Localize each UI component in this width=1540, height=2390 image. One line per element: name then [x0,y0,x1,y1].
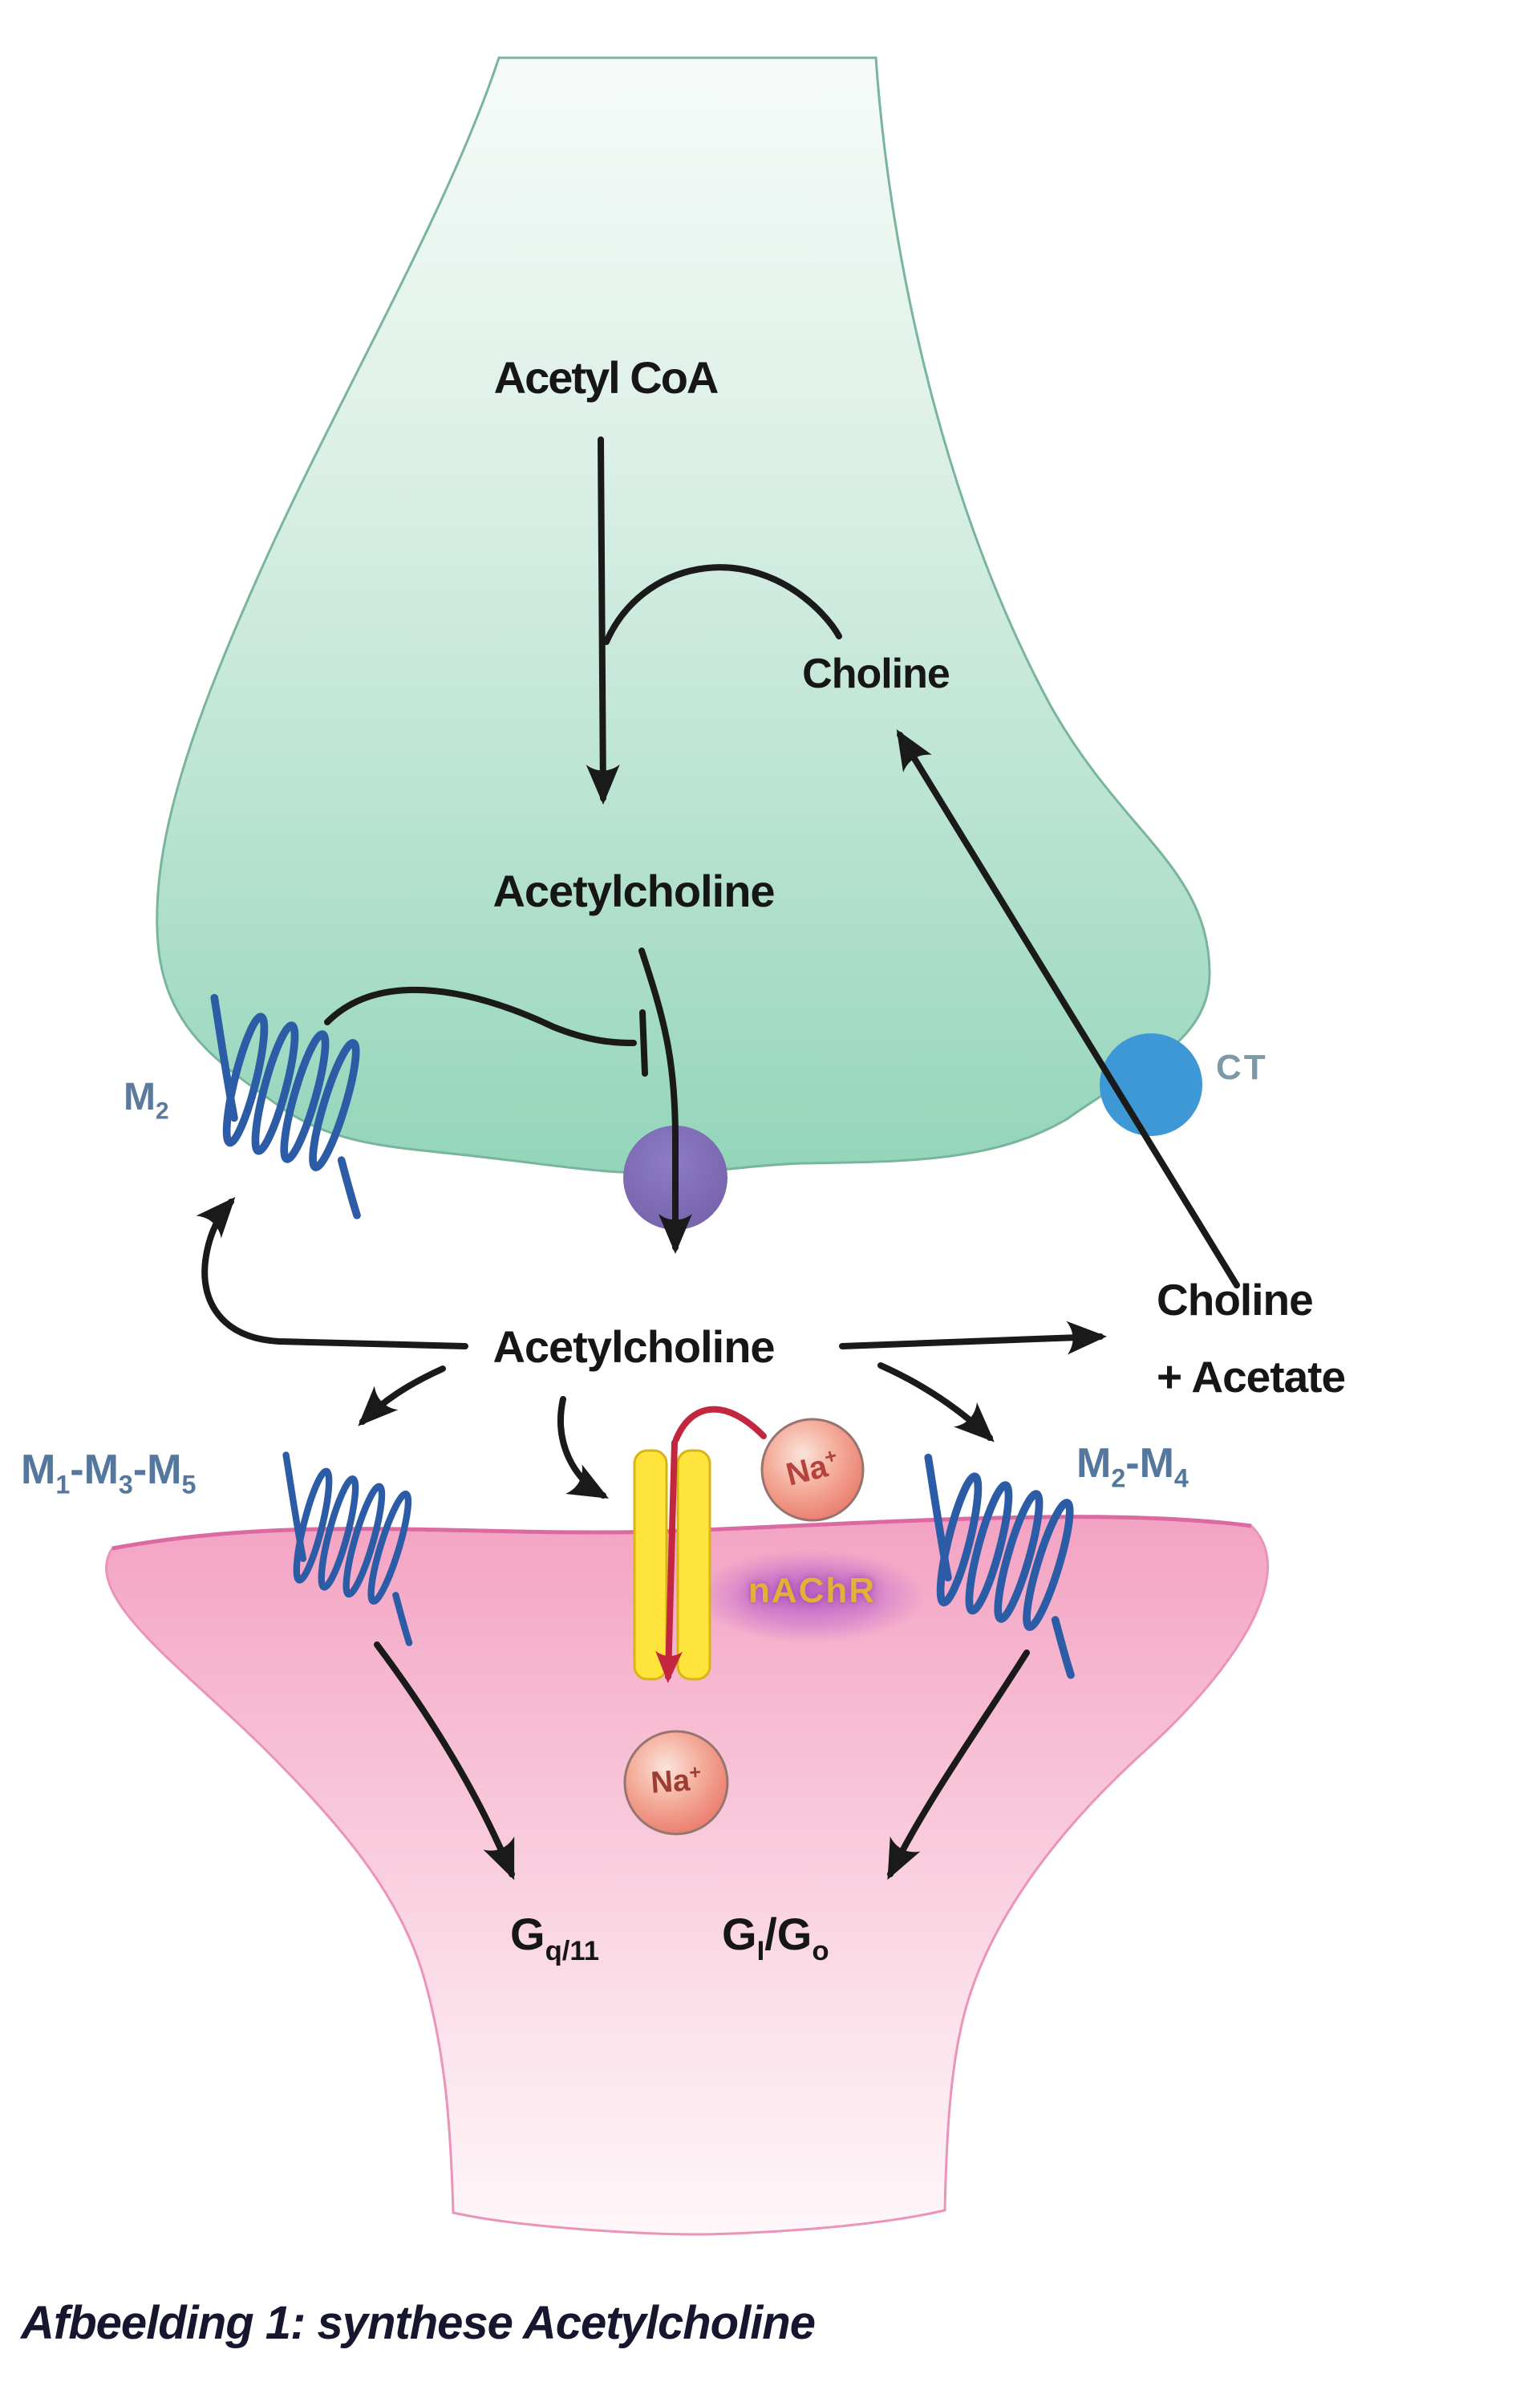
m135-p2: -M [70,1447,119,1493]
m24-p2: -M [1125,1440,1174,1487]
gigo-s1: I [756,1936,765,1967]
nachr-channel-label: nAChR [748,1571,877,1610]
m135-s3: 5 [181,1470,197,1499]
figure-caption: Afbeelding 1: synthese Acetylcholine [21,2297,816,2349]
choline-transporter-label: CT [1216,1048,1268,1087]
red-arrow-sodium-influx [655,1439,683,1683]
nachr-channel-left-bar [633,1449,668,1681]
m2-receptor-label: M2 [124,1075,169,1125]
m24-p1: M [1076,1440,1112,1487]
m135-p1: M [21,1447,56,1493]
m135-s1: 1 [55,1470,71,1499]
nachr-channel-right-bar [676,1449,711,1681]
arrow-ach-to-m24 [877,1362,995,1443]
arrow-ach-to-m2 [196,1197,468,1349]
acetyl-coa-label: Acetyl CoA [493,352,719,403]
g-i-o-protein-label: GI/Go [722,1908,829,1967]
g-q11-protein-label: Gq/11 [510,1908,599,1967]
m135-s2: 3 [118,1470,133,1499]
sodium-ion-lower-circle [623,1730,729,1836]
m135-p3: -M [132,1447,182,1493]
inhibition-t-bar [639,1009,648,1077]
choline-acetate-line2: + Acetate [1157,1352,1346,1402]
curve-choline-condensation [603,564,842,645]
na-lower-base: Na [650,1763,691,1800]
gigo-s2: o [812,1936,829,1967]
arrow-m24-to-gigo [887,1649,1030,1881]
gq11-sub: q/11 [545,1936,600,1967]
arrow-choline-reuptake-ct [896,729,1240,1288]
gigo-p2: /G [764,1909,813,1959]
m24-s2: 4 [1173,1463,1189,1493]
choline-acetate-line1: Choline [1157,1275,1314,1325]
arrow-acetylcoa-to-acetylcholine [586,436,620,805]
acetylcholine-cleft-label: Acetylcholine [492,1321,775,1372]
m1-m3-m5-receptor-label: M1-M3-M5 [21,1446,196,1499]
m24-s1: 2 [1111,1463,1126,1493]
m2-sub: 2 [155,1098,169,1125]
m2-m4-receptor-label: M2-M4 [1076,1439,1189,1493]
na-lower-plus: + [688,1761,702,1784]
presynaptic-terminal-shape [156,56,1211,1175]
arrow-vesicle-release [638,947,692,1254]
sodium-ion-lower-label: Na+ [625,1760,728,1803]
acetylcholine-presynaptic-label: Acetylcholine [492,866,775,916]
gigo-p1: G [722,1909,757,1959]
choline-acetate-label: Choline + Acetate [1157,1261,1346,1415]
nachr-glow [694,1550,926,1643]
arrow-ach-to-nachr [557,1396,609,1499]
m2-base: M [124,1076,156,1118]
arrow-ach-to-choline-acetate [839,1321,1107,1355]
choline-transporter-circle [1100,1033,1202,1136]
arrow-ach-to-m135 [358,1365,446,1426]
red-curve-sodium-entry [673,1406,767,1443]
arrow-m135-to-gq11 [374,1641,515,1881]
choline-presynaptic-label: Choline [802,651,950,697]
gq11-base: G [510,1909,545,1959]
inhibition-line-m2 [324,986,637,1046]
sodium-ion-upper-circle [760,1418,865,1522]
